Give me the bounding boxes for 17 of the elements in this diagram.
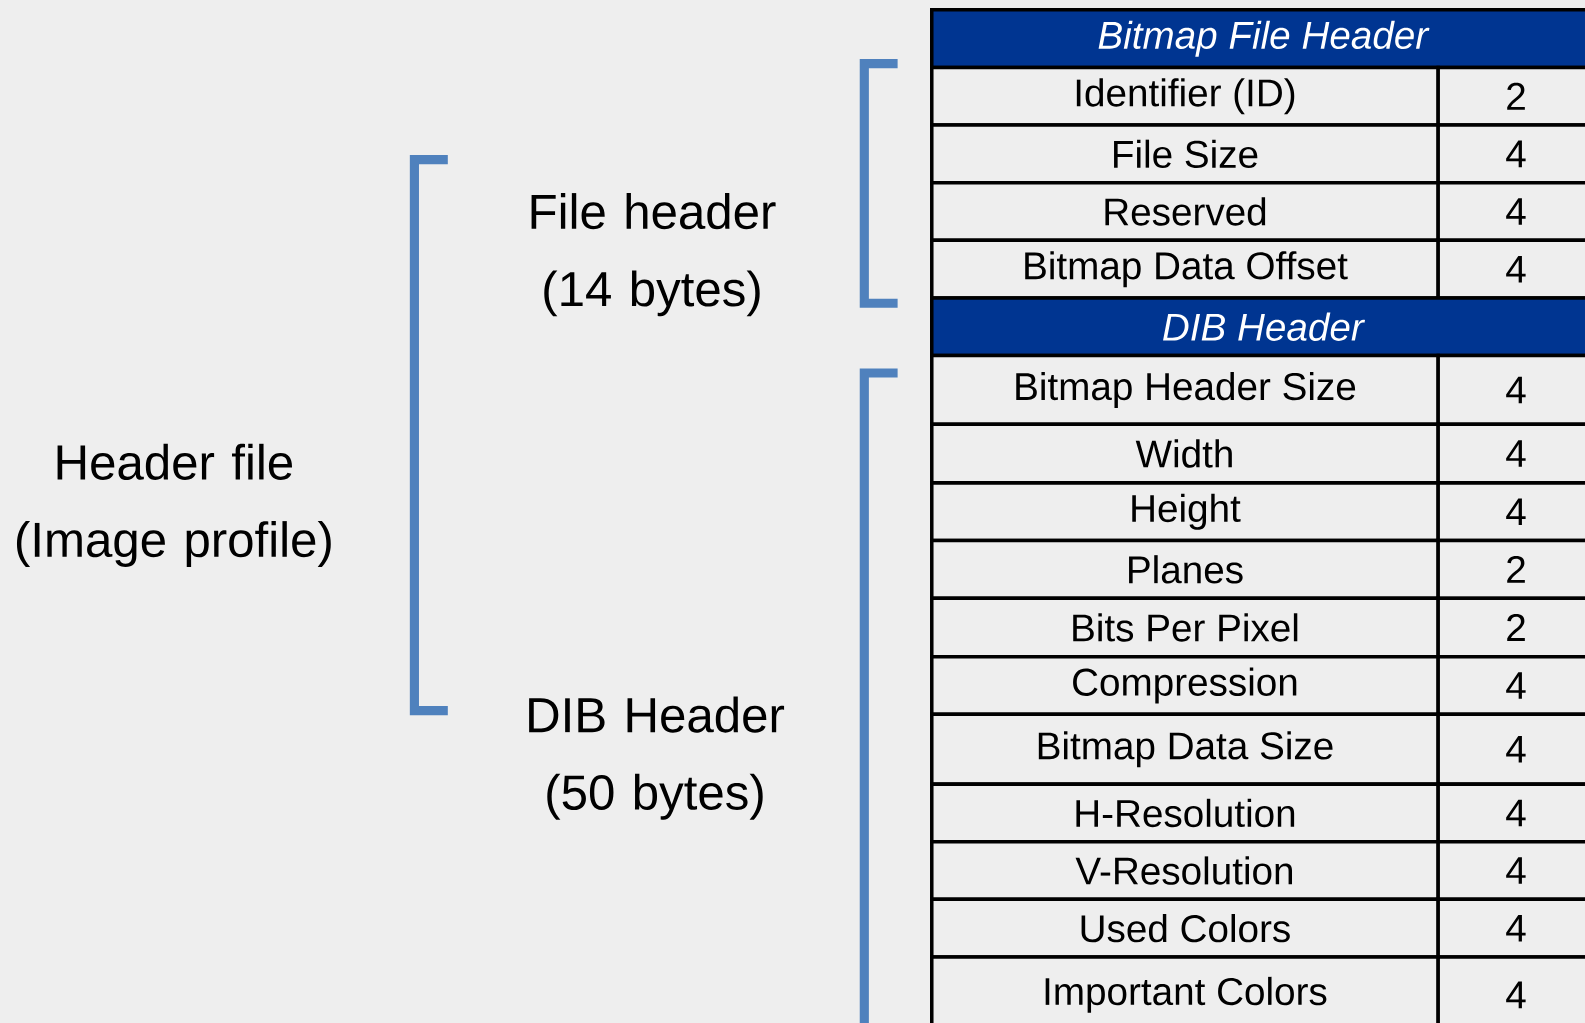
table-cell: 4 bbox=[1436, 782, 1585, 844]
table-cell: 4 bbox=[1436, 238, 1585, 300]
table-cell: 4 bbox=[1436, 422, 1585, 485]
table-cell: 4 bbox=[1436, 123, 1585, 185]
table-cell: 2 bbox=[1436, 65, 1585, 127]
label-text: Header file (Image profile) bbox=[16, 443, 331, 567]
table-header: DIB Header bbox=[930, 296, 1585, 358]
table-cell: 2 bbox=[1436, 538, 1585, 600]
label-text: DIB Header (50 bytes) bbox=[529, 696, 785, 820]
table-cell: 4 bbox=[1436, 353, 1585, 426]
table-cell: 4 bbox=[1436, 897, 1585, 959]
table-header: Bitmap File Header bbox=[930, 8, 1585, 70]
table-cell: 4 bbox=[1436, 840, 1585, 902]
table-cell: 4 bbox=[1436, 712, 1585, 786]
table-cell: 4 bbox=[1436, 655, 1585, 717]
table-cell: 4 bbox=[1436, 955, 1585, 1023]
label-text: File header (14 bytes) bbox=[531, 193, 776, 317]
